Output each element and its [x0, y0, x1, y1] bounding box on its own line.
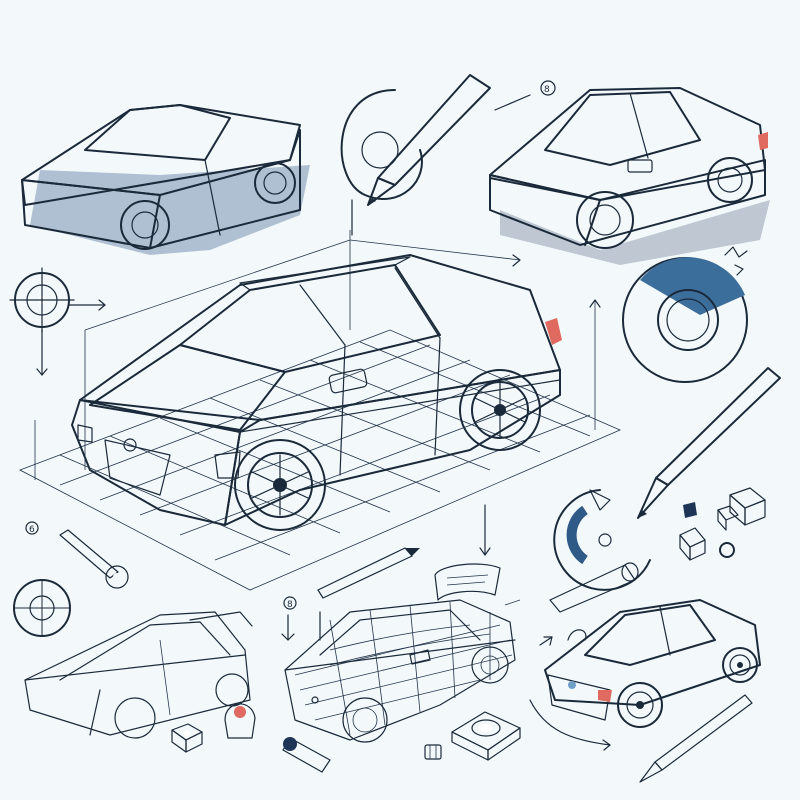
gauge-dial-icon — [553, 489, 651, 591]
pencil-icon-right — [637, 367, 781, 519]
crayon-icon — [549, 562, 639, 613]
paper-scroll-icon — [434, 563, 501, 601]
block-icon — [171, 723, 203, 753]
callout-label-bottom: 8 — [287, 600, 293, 610]
sensor-block-icon — [451, 711, 521, 761]
pencil-icon-top: 8 — [340, 74, 556, 236]
marker-icon — [282, 737, 331, 773]
small-drum-icon — [424, 744, 442, 760]
crosshair-target-icon — [9, 267, 106, 376]
car-sketch-top-left — [21, 104, 310, 255]
down-arrow — [479, 504, 491, 556]
small-pencil-icon — [317, 547, 420, 599]
callout-label-top: 8 — [544, 85, 550, 95]
car-outline-bottom-left — [24, 611, 253, 739]
cube-icon — [679, 487, 766, 561]
car-sketch-bottom-right — [529, 599, 761, 751]
ring-disc-icon — [622, 246, 748, 383]
callout-label-left: 6 — [29, 525, 35, 535]
wheel-icon — [13, 579, 71, 637]
wrench-icon: 6 — [25, 521, 129, 589]
car-sketch-top-right — [489, 87, 770, 265]
pencil-icon-bottom-right — [639, 694, 753, 783]
car-main-center — [71, 254, 562, 531]
car-wireframe-bottom-center: 8 — [281, 596, 521, 743]
knob-icon — [224, 703, 256, 739]
